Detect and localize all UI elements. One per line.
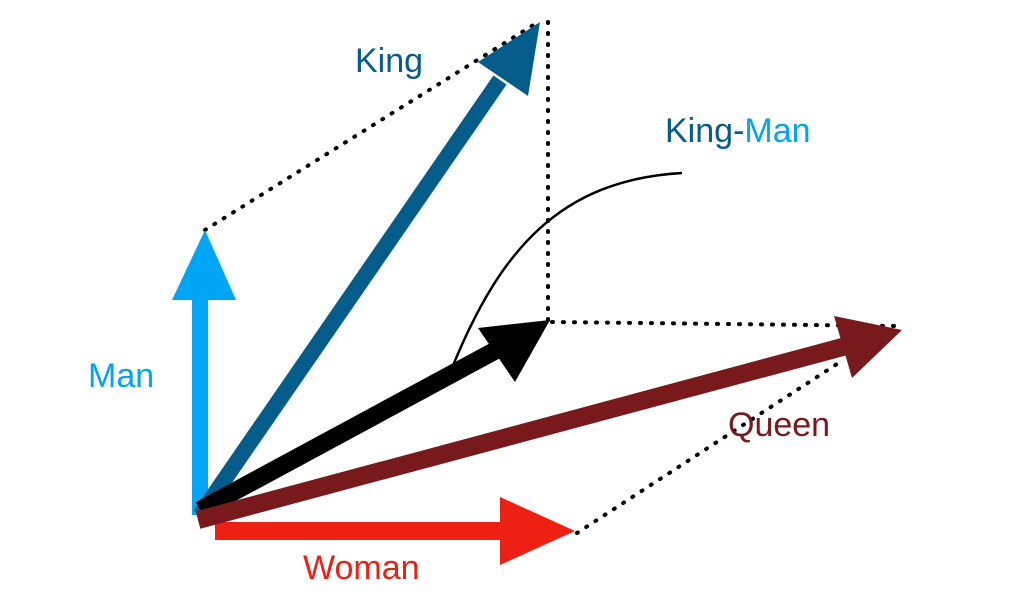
callout-curve [450,171,683,369]
man-arrow [172,230,236,515]
king-minus-man-label: King-Man [665,114,811,148]
king-minus-man-king-part: King [665,112,734,150]
dotted-guide-woman-to-queen [575,360,842,535]
dotted-guide-man-to-king [203,22,537,232]
king-minus-man-man-part: Man [744,112,811,150]
king-minus-man-arrow [195,320,550,518]
king-arrow [193,22,540,520]
man-label: Man [88,357,155,395]
king-minus-man-dash: - [733,112,745,150]
woman-arrow [215,497,575,565]
king-label: King [355,42,424,80]
queen-label: Queen [728,406,831,444]
queen-arrow [195,316,902,529]
woman-label: Woman [303,549,420,587]
